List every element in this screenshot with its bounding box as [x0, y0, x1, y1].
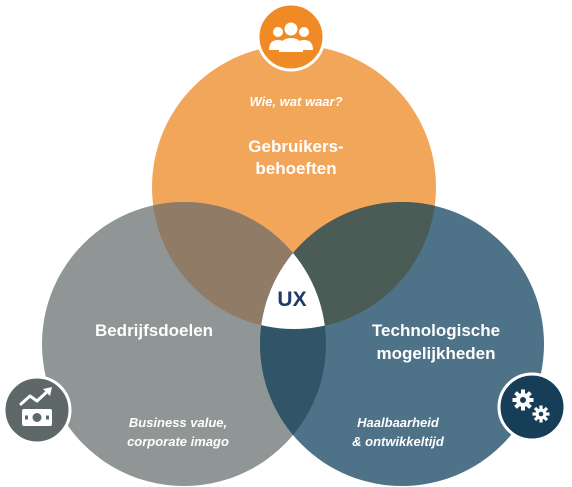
center-ux-label: UX — [277, 288, 306, 311]
right-title-line1: Technologische — [372, 321, 500, 340]
overlap-top-left — [152, 202, 326, 329]
gears-icon — [497, 372, 567, 442]
left-sub-line2: corporate imago — [127, 434, 229, 449]
right-sub-line1: Haalbaarheid — [357, 415, 440, 430]
right-title-line2: mogelijkheden — [376, 344, 495, 363]
money-growth-icon — [2, 375, 72, 445]
top-question: Wie, wat waar? — [249, 94, 342, 109]
top-title-line1: Gebruikers- — [248, 137, 343, 156]
top-title-line2: behoeften — [255, 159, 336, 178]
left-title: Bedrijfsdoelen — [95, 321, 213, 340]
overlap-top-right — [260, 202, 436, 329]
left-sub-line1: Business value, — [129, 415, 227, 430]
users-icon — [256, 2, 326, 72]
right-sub-line2: & ontwikkeltijd — [352, 434, 445, 449]
